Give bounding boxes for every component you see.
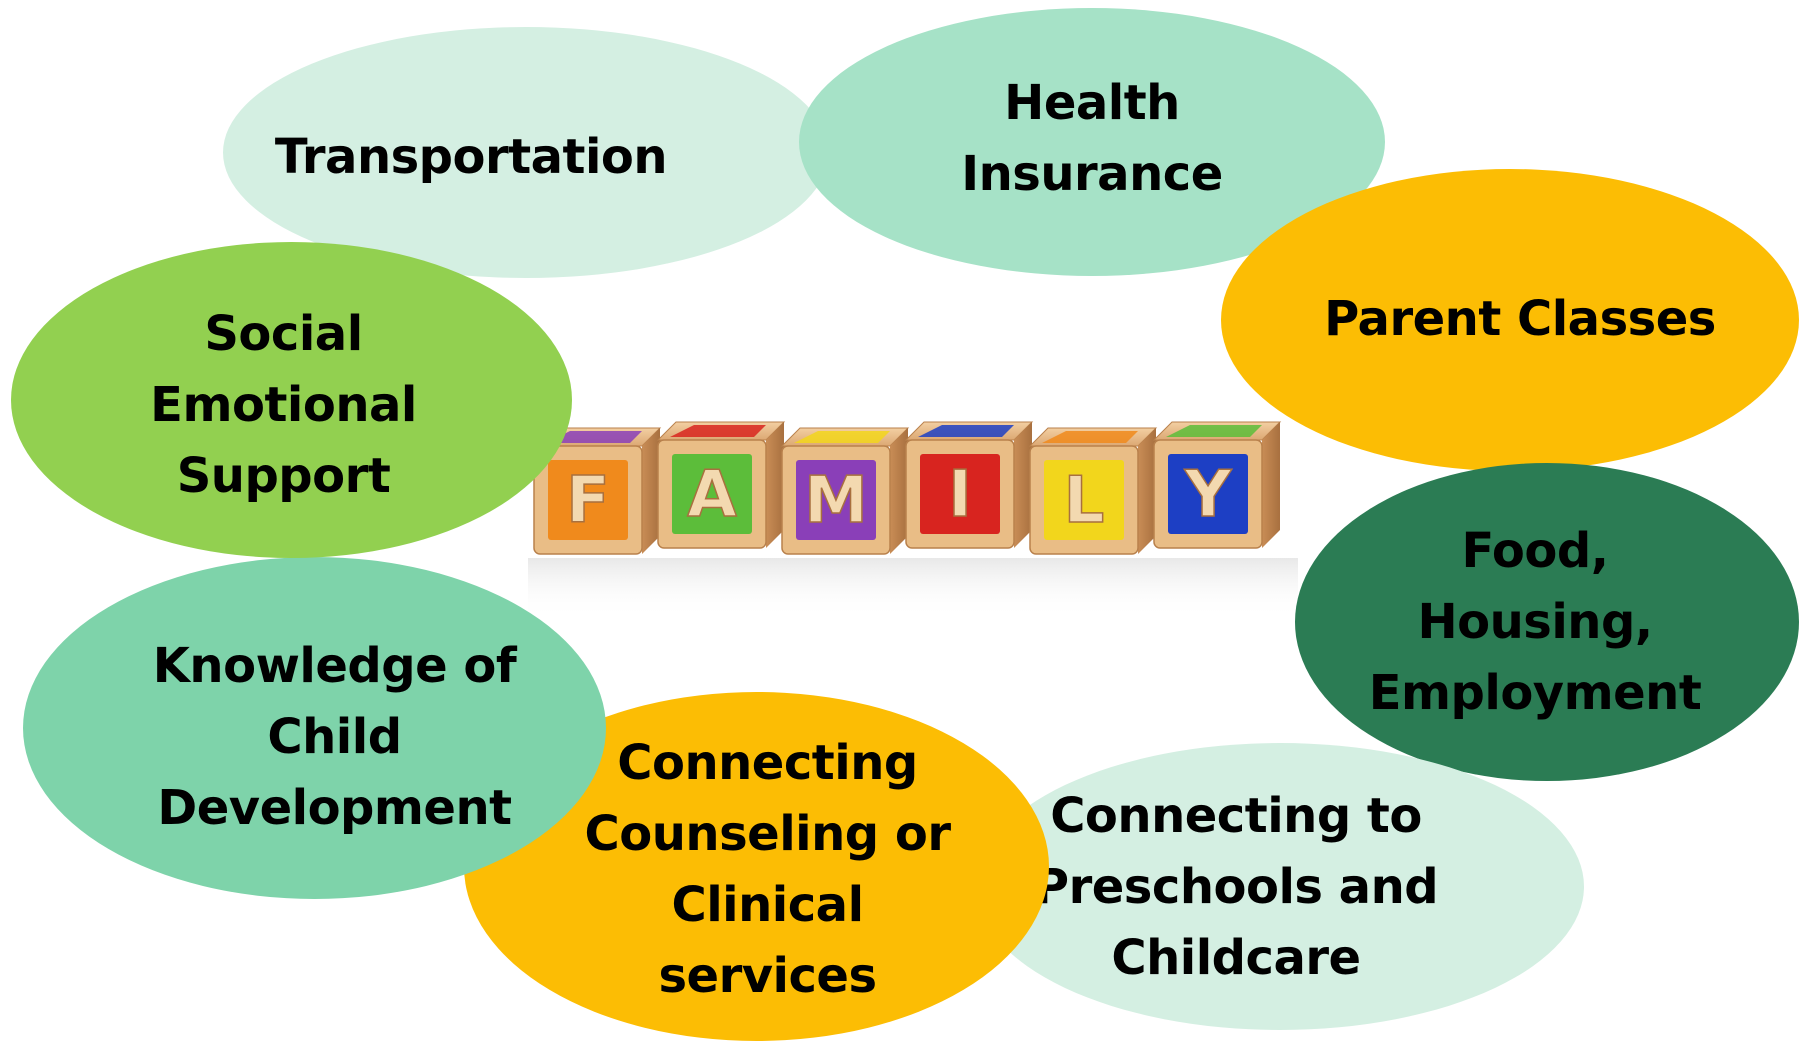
social-emotional-bubble: Social Emotional Support	[11, 242, 572, 558]
parent-classes-label: Parent Classes	[1324, 290, 1716, 347]
family-block-l-4: L	[1028, 427, 1158, 555]
counseling-clinical-label: Connecting Counseling or Clinical servic…	[584, 734, 951, 1004]
health-insurance-label: Health Insurance	[961, 75, 1223, 202]
family-block-a-1: A	[656, 421, 786, 549]
counseling-clinical-bubble: Connecting Counseling or Clinical servic…	[464, 692, 1049, 1041]
transportation-bubble: Transportation	[223, 27, 829, 278]
preschools-childcare-bubble: Connecting to Preschools and Childcare	[976, 743, 1584, 1030]
family-letter-f: F	[566, 464, 610, 538]
parent-classes-bubble: Parent Classes	[1221, 169, 1799, 471]
social-emotional-label: Social Emotional Support	[150, 305, 417, 504]
child-development-label: Knowledge of Child Development	[152, 637, 517, 836]
family-letter-i: I	[948, 458, 972, 532]
food-housing-employment-bubble: Food, Housing, Employment	[1295, 463, 1799, 781]
family-letter-m: M	[804, 464, 868, 538]
food-housing-employment-label: Food, Housing, Employment	[1368, 522, 1702, 721]
family-block-f-0: F	[532, 427, 662, 555]
child-development-bubble: Knowledge of Child Development	[23, 557, 606, 899]
family-letter-l: L	[1064, 464, 1105, 538]
family-letter-y: Y	[1184, 458, 1232, 532]
family-letter-a: A	[687, 458, 737, 532]
transportation-label: Transportation	[274, 129, 668, 185]
family-block-y-5: Y	[1152, 421, 1282, 549]
family-block-i-3: I	[904, 421, 1034, 549]
family-block-m-2: M	[780, 427, 910, 555]
preschools-childcare-label: Connecting to Preschools and Childcare	[1033, 788, 1439, 986]
